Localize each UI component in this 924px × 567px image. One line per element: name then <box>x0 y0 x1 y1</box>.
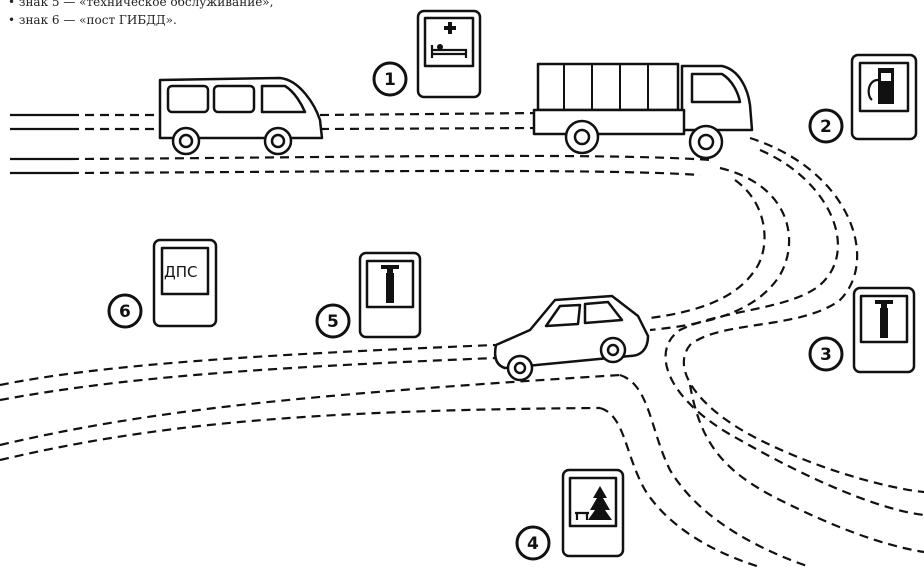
road-dash <box>620 375 810 567</box>
sign-1-medical: 1 <box>374 11 480 97</box>
sign-number: 4 <box>527 534 539 554</box>
road-dash <box>650 180 765 318</box>
sign-2-fuel: 2 <box>810 55 916 142</box>
road-markings <box>0 113 924 567</box>
sign-3-service: 3 <box>810 288 914 372</box>
car-vehicle <box>495 296 648 380</box>
sign-5-service: 5 <box>317 253 420 337</box>
road-dash <box>0 358 495 400</box>
sign-number: 6 <box>119 302 131 322</box>
sign-4-rest: 4 <box>517 470 623 559</box>
road-dash <box>0 408 600 460</box>
sign-number: 1 <box>384 70 396 90</box>
sign-number: 3 <box>820 345 832 365</box>
dps-text: ДПС <box>164 263 197 281</box>
sign-number: 5 <box>327 312 339 332</box>
road-dash <box>70 171 700 175</box>
road-dash <box>0 345 495 385</box>
road-dash <box>70 156 710 160</box>
road-dash <box>320 128 540 129</box>
road-dash <box>690 385 924 552</box>
sign-6-police: ДПС 6 <box>109 240 216 327</box>
truck-vehicle <box>534 64 752 158</box>
sign-number: 2 <box>820 117 832 137</box>
van-vehicle <box>160 78 322 154</box>
road-dash <box>320 113 540 115</box>
